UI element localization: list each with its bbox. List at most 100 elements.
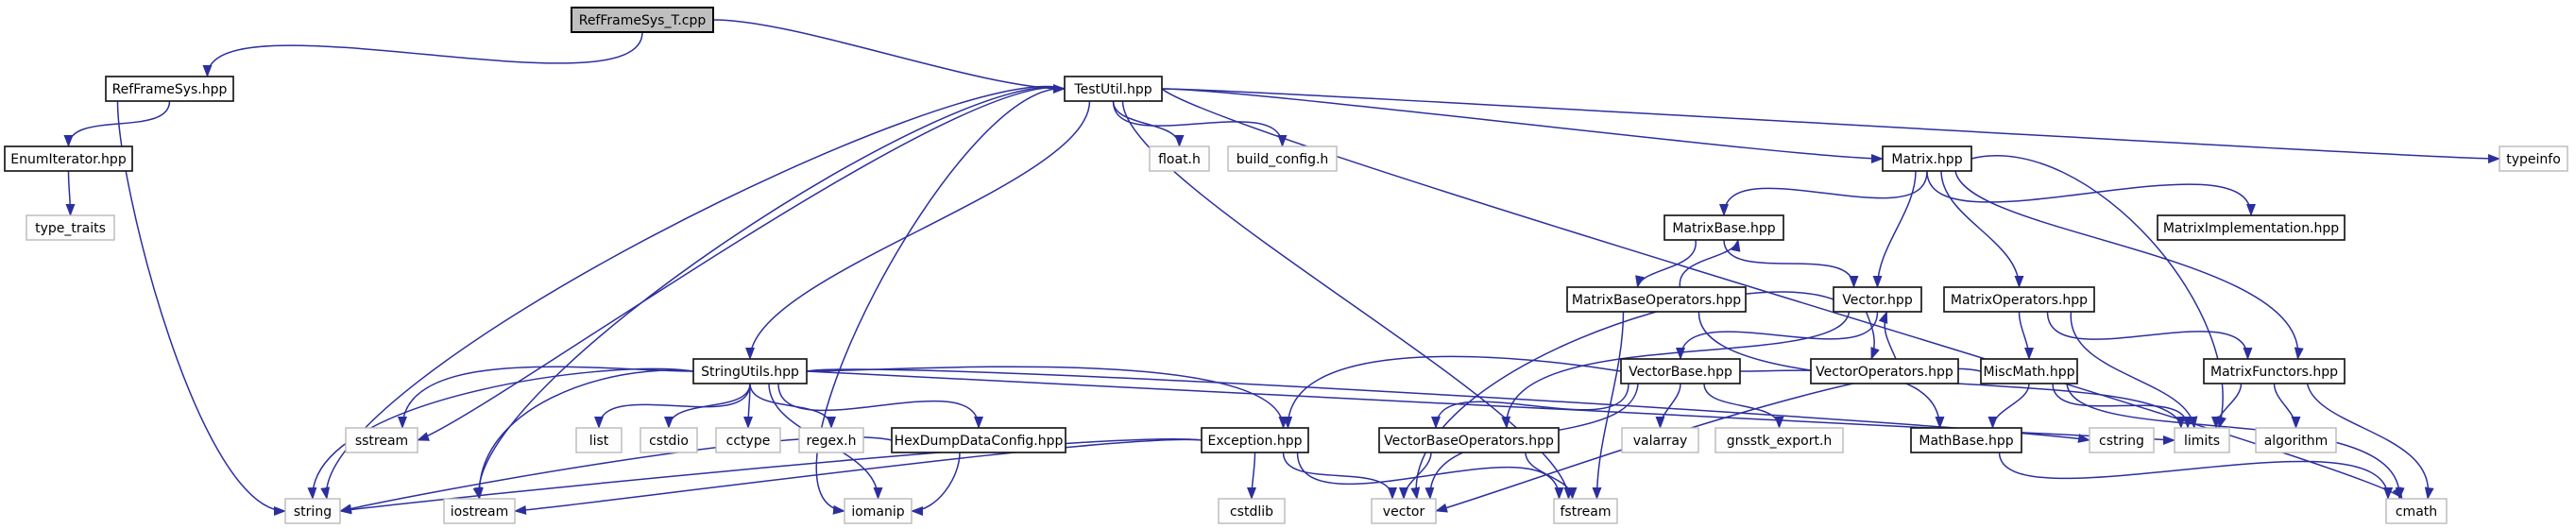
- node-box: [798, 427, 864, 453]
- edge-refframesys-t-cpp--refframesys-hpp: [202, 31, 643, 77]
- node-label: fstream: [1561, 504, 1612, 520]
- edge-matrixfunctors-hpp--cmath: [2306, 383, 2434, 500]
- node-hexdumpdataconfig-hpp[interactable]: HexDumpDataConfig.hpp: [891, 427, 1066, 453]
- node-box: [575, 427, 623, 453]
- node-regex-h: regex.h: [798, 427, 864, 453]
- node-matrixbase-hpp[interactable]: MatrixBase.hpp: [1663, 214, 1784, 241]
- node-list: list: [575, 427, 623, 453]
- node-vectoroperators-hpp[interactable]: VectorOperators.hpp: [1810, 358, 1959, 384]
- node-box[interactable]: [1810, 358, 1959, 384]
- node-box[interactable]: [1663, 214, 1784, 241]
- edge-matrixbase-hpp--vector-hpp: [1723, 239, 1859, 288]
- edge-refframesys-hpp--string: [116, 100, 286, 516]
- edge-stringutils-hpp--exception-hpp: [806, 366, 1288, 429]
- node-box[interactable]: [1980, 358, 2078, 384]
- edge-matrix-hpp--matriximplementation-hpp: [1926, 170, 2256, 216]
- edge-miscmath-hpp--mathbase-hpp: [1987, 383, 2030, 429]
- node-box[interactable]: [4, 145, 133, 172]
- node-float-h: float.h: [1149, 145, 1210, 172]
- edge-mathbase-hpp--cmath: [1998, 452, 2394, 500]
- node-testutil-hpp[interactable]: TestUtil.hpp: [1064, 76, 1163, 102]
- node-enumiterator-hpp[interactable]: EnumIterator.hpp: [4, 145, 133, 172]
- node-box[interactable]: [105, 76, 234, 102]
- node-type-traits: type_traits: [26, 214, 115, 241]
- node-vectorbaseoperators-hpp[interactable]: VectorBaseOperators.hpp: [1378, 427, 1560, 453]
- node-label: list: [589, 434, 609, 449]
- node-label: string: [294, 504, 332, 520]
- node-label: MiscMath.hpp: [1983, 365, 2074, 380]
- node-box[interactable]: [2157, 214, 2346, 241]
- node-box[interactable]: [891, 427, 1066, 453]
- edge-stringutils-hpp--sstream: [398, 366, 694, 429]
- node-label: regex.h: [807, 434, 857, 449]
- node-cstdlib: cstdlib: [1218, 498, 1286, 524]
- node-mathbase-hpp[interactable]: MathBase.hpp: [1910, 427, 2022, 453]
- node-box: [1218, 498, 1286, 524]
- node-label: limits: [2184, 434, 2220, 449]
- node-label: valarray: [1633, 434, 1687, 449]
- edge-vectoroperators-hpp--vector-hpp: [1878, 311, 1897, 360]
- node-box[interactable]: [692, 358, 808, 384]
- node-refframesys-t-cpp: RefFrameSys_T.cpp: [571, 7, 714, 33]
- node-vector: vector: [1371, 498, 1437, 524]
- node-label: HexDumpDataConfig.hpp: [895, 434, 1064, 449]
- node-refframesys-hpp[interactable]: RefFrameSys.hpp: [105, 76, 234, 102]
- edge-exception-hpp--vector: [1282, 452, 1397, 500]
- node-vectorbase-hpp[interactable]: VectorBase.hpp: [1620, 358, 1741, 384]
- node-box: [2255, 427, 2337, 453]
- edge-testutil-hpp--typeinfo: [1161, 88, 2500, 163]
- node-iomanip: iomanip: [844, 498, 913, 524]
- node-label: VectorBaseOperators.hpp: [1384, 434, 1554, 449]
- edge-matrix-hpp--vector-hpp: [1872, 170, 1917, 288]
- edge-testutil-hpp--fstream: [1121, 100, 1574, 500]
- node-vector-hpp[interactable]: Vector.hpp: [1833, 286, 1922, 313]
- node-box[interactable]: [1910, 427, 2022, 453]
- node-matrix-hpp[interactable]: Matrix.hpp: [1882, 145, 1972, 172]
- node-label: cmath: [2396, 504, 2437, 520]
- node-label: RefFrameSys_T.cpp: [579, 13, 707, 28]
- node-box[interactable]: [1201, 427, 1309, 453]
- node-miscmath-hpp[interactable]: MiscMath.hpp: [1980, 358, 2078, 384]
- node-box[interactable]: [1378, 427, 1560, 453]
- node-box[interactable]: [1943, 286, 2095, 313]
- node-label: vector: [1383, 504, 1425, 520]
- node-matrixfunctors-hpp[interactable]: MatrixFunctors.hpp: [2203, 358, 2346, 384]
- node-box: [1621, 427, 1699, 453]
- edge-matrixbaseoperators-hpp--matrixbase-hpp: [1679, 239, 1741, 288]
- node-matrixoperators-hpp[interactable]: MatrixOperators.hpp: [1943, 286, 2095, 313]
- node-label: cstring: [2099, 434, 2144, 449]
- node-label: iomanip: [851, 504, 904, 520]
- node-stringutils-hpp[interactable]: StringUtils.hpp: [692, 358, 808, 384]
- node-gnsstk-export-h: gnsstk_export.h: [1714, 427, 1844, 453]
- node-box: [443, 498, 516, 524]
- node-label: sstream: [355, 434, 408, 449]
- edge-hexdumpdataconfig-hpp--iomanip: [911, 452, 961, 516]
- edge-matrix-hpp--matrixfunctors-hpp: [1954, 170, 2304, 360]
- node-box: [1227, 145, 1338, 172]
- node-label: MatrixImplementation.hpp: [2163, 221, 2339, 236]
- node-fstream: fstream: [1553, 498, 1618, 524]
- node-box[interactable]: [1620, 358, 1741, 384]
- node-box[interactable]: [1833, 286, 1922, 313]
- edge-matrixfunctors-hpp--limits: [2211, 383, 2243, 429]
- node-iostream: iostream: [443, 498, 516, 524]
- edge-stringutils-hpp--string: [307, 367, 694, 500]
- edge-vector-hpp--vectorbase-hpp: [1676, 311, 1879, 360]
- node-box[interactable]: [1064, 76, 1163, 102]
- node-box[interactable]: [1566, 286, 1747, 313]
- edge-testutil-hpp--build-config-h: [1112, 100, 1288, 147]
- node-label: RefFrameSys.hpp: [112, 82, 228, 97]
- node-box: [1149, 145, 1210, 172]
- node-box[interactable]: [2203, 358, 2346, 384]
- edge-miscmath-hpp--cmath: [2066, 383, 2405, 500]
- node-typeinfo: typeinfo: [2499, 145, 2568, 172]
- node-exception-hpp[interactable]: Exception.hpp: [1201, 427, 1309, 453]
- node-label: VectorOperators.hpp: [1816, 365, 1953, 380]
- node-matriximplementation-hpp[interactable]: MatrixImplementation.hpp: [2157, 214, 2346, 241]
- node-label: cstdio: [649, 434, 689, 449]
- node-box[interactable]: [1882, 145, 1972, 172]
- node-matrixbaseoperators-hpp[interactable]: MatrixBaseOperators.hpp: [1566, 286, 1747, 313]
- node-box: [1714, 427, 1844, 453]
